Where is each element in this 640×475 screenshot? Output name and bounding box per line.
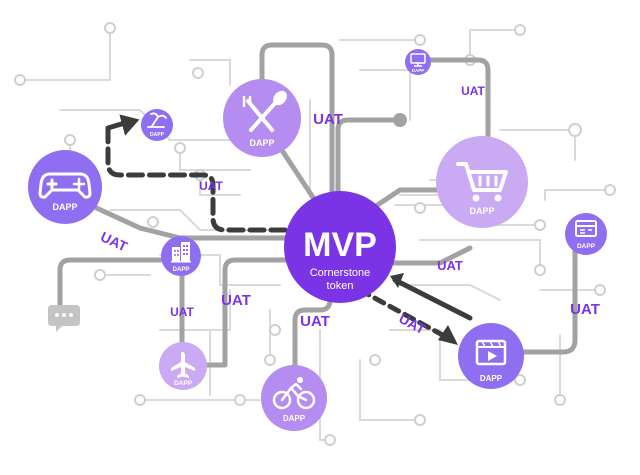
connector-endpoint-dot (393, 113, 407, 127)
browser-window-icon (575, 220, 597, 237)
main-connectors (57, 42, 578, 398)
dapp-node-food[interactable]: DAPP (223, 79, 301, 157)
chat-bubble-icon (48, 305, 80, 332)
uat-label-food: UAT (313, 111, 343, 128)
uat-label-game: UAT (98, 228, 130, 254)
arrowhead-video-icon (438, 325, 458, 345)
palm-tree-icon (147, 112, 167, 128)
arrow-head-to-beach (105, 119, 131, 137)
dapp-node-browser[interactable]: DAPP (565, 213, 607, 255)
dark-arrows (105, 119, 473, 341)
shopping-cart-icon (456, 162, 508, 192)
uat-label-video: UAT (396, 310, 428, 337)
uat-label-monitor: UAT (461, 84, 485, 98)
dashed-arrow-to-beach (105, 131, 288, 233)
dapp-node-bike[interactable]: DAPP (261, 365, 327, 431)
dapp-label: DAPP (173, 267, 190, 273)
video-player-icon (475, 339, 507, 366)
dapp-label: DAPP (480, 374, 503, 383)
solid-link-to-video (392, 277, 473, 321)
arrowhead-center-icon (390, 273, 404, 288)
dapp-label: DAPP (150, 132, 165, 138)
dapp-node-plane[interactable]: DAPP (159, 342, 207, 390)
arrowhead-beach-icon (119, 114, 140, 136)
dapp-node-beach[interactable]: DAPP (141, 109, 173, 141)
dapp-node-cart[interactable]: DAPP (436, 136, 528, 228)
dapp-label: DAPP (577, 243, 596, 250)
uat-label-plane: UAT (221, 292, 251, 309)
center-title: MVP (303, 226, 377, 264)
dapp-node-city[interactable]: DAPP (161, 236, 201, 276)
center-mvp-node[interactable]: MVP Cornerstone token (284, 191, 396, 303)
dapp-node-video[interactable]: DAPP (458, 323, 524, 389)
uat-label-bike: UAT (300, 313, 330, 330)
dapp-label: DAPP (174, 380, 193, 387)
dapp-node-monitor[interactable]: DAPP (405, 49, 431, 75)
dapp-label: DAPP (412, 68, 425, 73)
uat-label-city: UAT (170, 305, 194, 319)
gamepad-icon (38, 172, 92, 199)
center-subtitle-line2: token (327, 280, 354, 292)
uat-label-beach: UAT (199, 179, 223, 193)
fork-spoon-icon (242, 90, 287, 132)
bicycle-icon (272, 382, 316, 410)
dapp-label: DAPP (283, 414, 306, 423)
dapp-label: DAPP (249, 138, 274, 148)
buildings-icon (171, 242, 191, 263)
center-subtitle-line1: Cornerstone (310, 267, 371, 279)
dashed-arrow-to-video (357, 287, 451, 341)
uat-label-cart: UAT (437, 258, 463, 273)
dapp-label: DAPP (469, 206, 494, 216)
airplane-icon (171, 352, 195, 378)
monitor-icon (410, 53, 426, 67)
dapp-label: DAPP (52, 202, 77, 212)
uat-label-browser: UAT (570, 301, 600, 318)
dapp-node-game[interactable]: DAPP (28, 150, 102, 224)
